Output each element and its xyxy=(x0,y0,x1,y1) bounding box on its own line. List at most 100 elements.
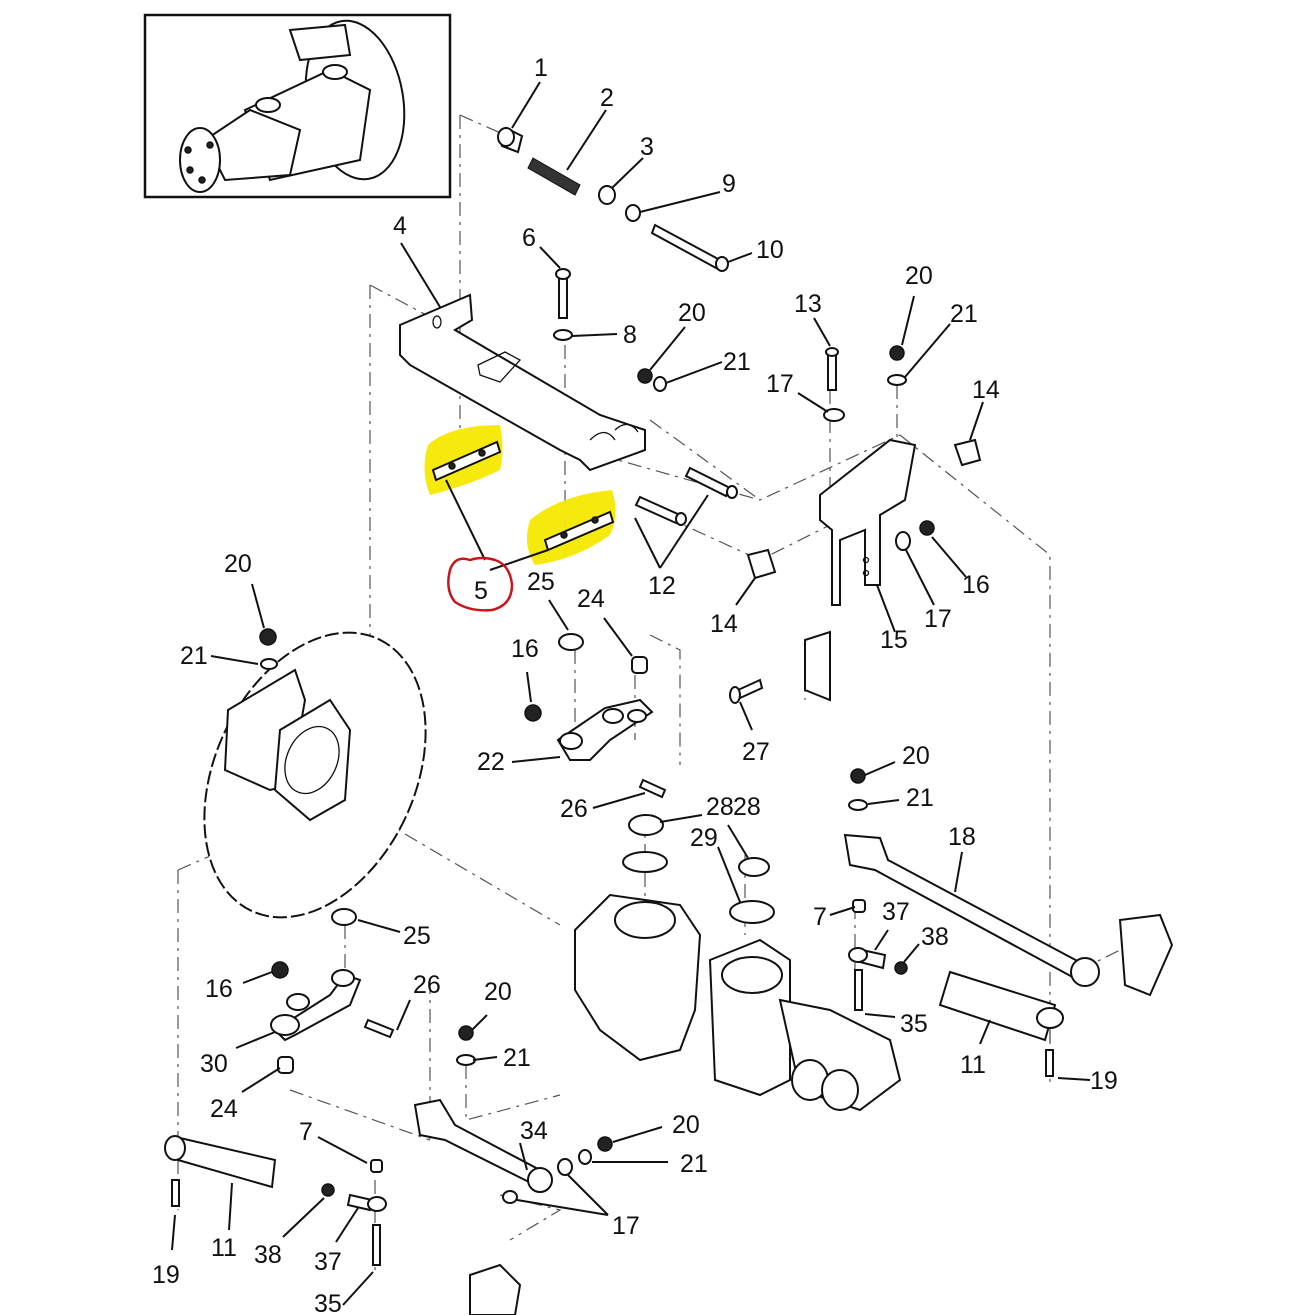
part-20-nut-bottom xyxy=(597,1136,613,1152)
part-28-oring-right xyxy=(738,857,770,877)
part-22-lever xyxy=(556,698,654,761)
part-17-washers-lower xyxy=(502,1158,573,1204)
callout-6: 6 xyxy=(522,224,536,252)
part-16-nut-mid xyxy=(524,704,542,722)
part-11-cylinder-right xyxy=(938,970,1064,1042)
callout-5: 5 xyxy=(474,577,488,605)
callout-28-b: 28 xyxy=(733,793,761,821)
callout-26-a: 26 xyxy=(560,795,588,823)
part-2-spring xyxy=(527,157,581,196)
callout-1: 1 xyxy=(534,54,548,82)
callout-10: 10 xyxy=(756,236,784,264)
part-plate-below-15 xyxy=(804,630,831,702)
part-1-bushing xyxy=(497,126,524,154)
callout-21-d: 21 xyxy=(906,784,934,812)
part-19-bolt-right xyxy=(1045,1049,1054,1077)
callout-35-b: 35 xyxy=(314,1290,342,1315)
part-13-bolt xyxy=(825,347,839,391)
part-17-washer-b xyxy=(895,531,911,551)
part-4-bracket xyxy=(399,293,646,472)
callout-11-a: 11 xyxy=(960,1051,986,1079)
callout-20-d: 20 xyxy=(902,742,930,770)
part-mount-plate-lower xyxy=(469,1263,522,1315)
part-5-spacer-lower xyxy=(543,510,615,552)
part-27-screw xyxy=(729,678,764,704)
part-29-washer-left xyxy=(622,851,668,873)
callout-12: 12 xyxy=(648,572,676,600)
leader-lines xyxy=(171,81,1091,1306)
callout-18: 18 xyxy=(948,823,976,851)
part-5-spacer-upper xyxy=(431,440,502,482)
callout-20-a: 20 xyxy=(678,299,706,327)
part-37-rod-end-lower xyxy=(346,1193,387,1212)
callout-17-c: 17 xyxy=(612,1212,640,1240)
part-38-nut-right xyxy=(894,961,908,975)
callout-34: 34 xyxy=(520,1117,548,1145)
callout-13: 13 xyxy=(794,290,822,318)
part-20-nut-disc xyxy=(259,628,277,646)
part-3-washer xyxy=(598,185,616,205)
callout-2: 2 xyxy=(600,84,614,112)
part-34-link-arm xyxy=(413,1098,553,1193)
part-21-washer-right xyxy=(887,374,907,386)
part-21-washer-bottom xyxy=(578,1149,592,1165)
callout-24-a: 24 xyxy=(577,585,605,613)
callout-30: 30 xyxy=(200,1050,228,1078)
part-16-nut-lower xyxy=(271,961,289,979)
callout-25-a: 25 xyxy=(527,568,555,596)
callout-21-c: 21 xyxy=(180,642,208,670)
callout-16-b: 16 xyxy=(511,635,539,663)
part-26-bolt-lower xyxy=(363,1018,395,1039)
inset-transmission-drawing xyxy=(179,19,406,193)
part-28-oring-left xyxy=(628,814,664,836)
part-21-washer-disc xyxy=(260,658,278,670)
callout-21-a: 21 xyxy=(723,348,751,376)
part-30-lever xyxy=(270,969,362,1042)
part-20-nut-mid-right xyxy=(850,768,866,784)
part-29-washer-right xyxy=(729,900,775,924)
callout-22: 22 xyxy=(477,748,505,776)
part-20-nut-right xyxy=(889,345,905,361)
part-9-washer xyxy=(625,204,641,222)
part-37-rod-end-right xyxy=(848,947,887,970)
callout-35-a: 35 xyxy=(900,1010,928,1038)
callout-16-a: 16 xyxy=(962,571,990,599)
part-11-cylinder-lower xyxy=(164,1135,277,1189)
part-7-spacer-right xyxy=(852,899,866,913)
part-19-bolt-lower xyxy=(171,1179,180,1207)
part-21-washer-lower xyxy=(456,1054,476,1066)
part-20-nut-lower xyxy=(458,1025,474,1041)
callout-20-f: 20 xyxy=(672,1111,700,1139)
callout-8: 8 xyxy=(623,321,637,349)
callout-38-b: 38 xyxy=(254,1241,282,1269)
part-8-washer xyxy=(553,329,573,341)
part-25-bearing-top xyxy=(558,633,584,651)
part-6-bolt xyxy=(555,268,571,319)
callout-27: 27 xyxy=(742,738,770,766)
part-38-nut-lower xyxy=(321,1183,335,1197)
callout-17-a: 17 xyxy=(766,370,794,398)
circled-callout-5-mark xyxy=(447,556,514,612)
part-24-bushing-lower xyxy=(277,1056,294,1074)
callout-19-a: 19 xyxy=(1090,1067,1118,1095)
part-20-nut-top xyxy=(637,368,653,384)
callout-20-e: 20 xyxy=(484,978,512,1006)
part-10-bolt xyxy=(650,223,729,272)
part-35-bolt-right xyxy=(854,969,863,1011)
part-21-washer-mid-right xyxy=(848,799,868,811)
callout-29: 29 xyxy=(690,824,718,852)
part-21-washer-top xyxy=(653,376,667,392)
callout-37-b: 37 xyxy=(314,1248,342,1276)
callout-14-b: 14 xyxy=(710,610,738,638)
part-14-clip-top xyxy=(953,438,982,467)
part-disc-plate xyxy=(203,631,427,919)
callout-15: 15 xyxy=(880,626,908,654)
callout-labels: 1 2 3 9 10 4 6 8 20 21 13 20 21 17 14 5 … xyxy=(152,54,1118,1315)
callout-20-c: 20 xyxy=(224,550,252,578)
part-17-washer-a xyxy=(823,408,845,422)
callout-21-f: 21 xyxy=(680,1150,708,1178)
part-18-link-arm xyxy=(843,833,1100,987)
part-mount-plate-right xyxy=(1118,913,1174,997)
part-transmission-body xyxy=(574,893,902,1112)
callout-17-b: 17 xyxy=(924,605,952,633)
